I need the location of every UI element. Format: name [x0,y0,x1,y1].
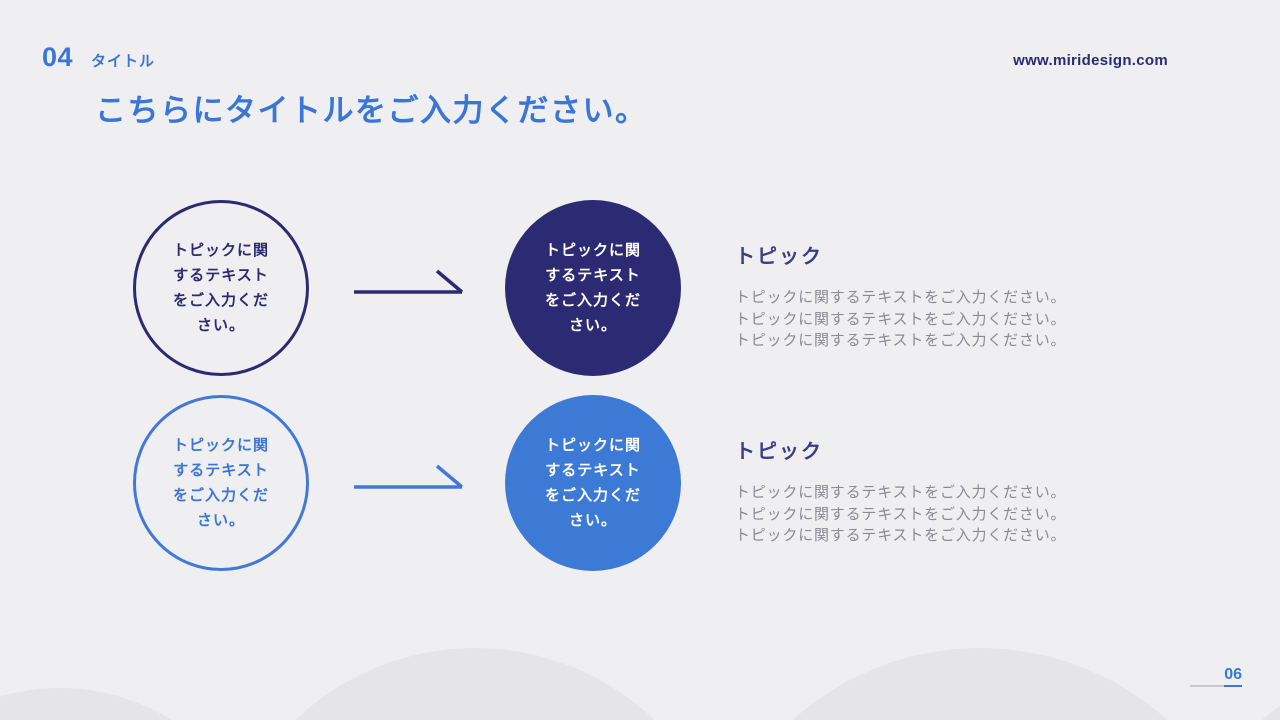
topic-heading: トピック [735,246,823,268]
topic-body-line: トピックに関するテキストをご入力ください。 [735,289,1067,306]
section-label: タイトル [91,53,156,70]
page-number-underline: 06 [1190,666,1242,687]
topic-row-1: トピックに関 するテキスト をご入力くだ さい。 トピックに関 するテキスト を… [0,200,1280,380]
topic-text-block: トピック トピックに関するテキストをご入力ください。 トピックに関するテキストを… [735,240,1155,352]
topic-body-line: トピックに関するテキストをご入力ください。 [735,332,1067,349]
section-number: 04 [42,42,74,72]
topic-body-line: トピックに関するテキストをご入力ください。 [735,310,1067,328]
topic-source-circle-outline: トピックに関 するテキスト をご入力くだ さい。 [133,200,309,376]
arrow-right-icon [354,464,464,489]
topic-body: トピックに関するテキストをご入力ください。 トピックに関するテキストをご入力くだ… [735,482,1155,547]
page-title: こちらにタイトルをご入力ください。 [95,93,648,128]
page-number: 06 [1224,666,1242,687]
topic-filled-circle: トピックに関 するテキスト をご入力くだ さい。 [505,395,681,571]
circle-placeholder-text: トピックに関 するテキスト をご入力くだ さい。 [172,242,269,334]
topic-body-line: トピックに関するテキストをご入力ください。 [735,527,1067,544]
background-circle-shape [0,688,270,720]
topic-body: トピックに関するテキストをご入力ください。 トピックに関するテキストをご入力くだ… [735,287,1155,352]
circle-placeholder-text: トピックに関 するテキスト をご入力くだ さい。 [172,437,269,529]
background-circle-shape [700,648,1260,720]
arrow-right-icon [354,269,464,294]
topic-row-2: トピックに関 するテキスト をご入力くだ さい。 トピックに関 するテキスト を… [0,395,1280,575]
circle-placeholder-text: トピックに関 するテキスト をご入力くだ さい。 [544,437,641,529]
website-url: www.miridesign.com [1013,52,1168,69]
topic-text-block: トピック トピックに関するテキストをご入力ください。 トピックに関するテキストを… [735,435,1155,547]
topic-body-line: トピックに関するテキストをご入力ください。 [735,505,1067,523]
topic-source-circle-outline: トピックに関 するテキスト をご入力くだ さい。 [133,395,309,571]
topic-filled-circle: トピックに関 するテキスト をご入力くだ さい。 [505,200,681,376]
topic-body-line: トピックに関するテキストをご入力ください。 [735,484,1067,501]
circle-placeholder-text: トピックに関 するテキスト をご入力くだ さい。 [544,242,641,334]
background-circle-shape [215,648,735,720]
topic-heading: トピック [735,441,823,463]
